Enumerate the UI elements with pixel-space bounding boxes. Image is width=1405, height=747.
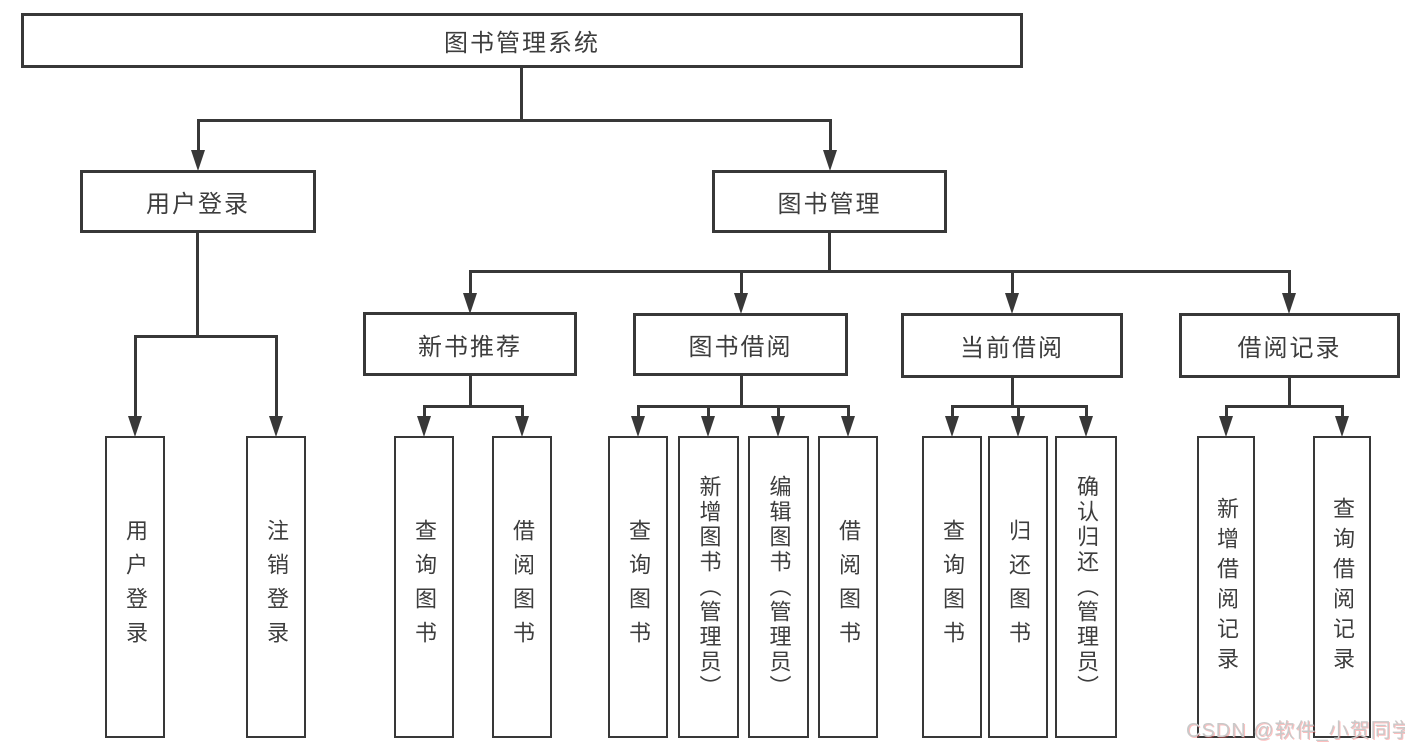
leaf-br-add-record-label: 新增借阅记录 bbox=[1214, 497, 1239, 677]
arrowhead-down-icon bbox=[631, 416, 645, 437]
connector-line bbox=[829, 119, 832, 152]
arrowhead-down-icon bbox=[1005, 293, 1019, 314]
connector-line bbox=[777, 405, 780, 419]
leaf-bb-add-books-admin: 新增图书（管理员） bbox=[678, 436, 739, 738]
connector-line bbox=[469, 270, 1291, 273]
leaf-br-query-record: 查询借阅记录 bbox=[1313, 436, 1371, 738]
connector-line bbox=[197, 119, 831, 122]
leaf-bb-borrow-books-label: 借阅图书 bbox=[836, 519, 861, 655]
leaf-cb-return-books-label: 归还图书 bbox=[1006, 519, 1031, 655]
leaf-cb-confirm-return-admin-label: 确认归还（管理员） bbox=[1074, 474, 1099, 700]
node-new-book-recommend: 新书推荐 bbox=[363, 312, 577, 376]
leaf-bb-query-books: 查询图书 bbox=[608, 436, 668, 738]
connector-line bbox=[1011, 378, 1014, 408]
connector-line bbox=[1017, 405, 1020, 419]
arrowhead-down-icon bbox=[1219, 416, 1233, 437]
node-book-borrowing-label: 图书借阅 bbox=[688, 334, 793, 361]
connector-line bbox=[196, 233, 199, 338]
arrowhead-down-icon bbox=[191, 150, 205, 171]
node-new-book-recommend-label: 新书推荐 bbox=[418, 333, 522, 361]
connector-line bbox=[1288, 270, 1291, 297]
node-root: 图书管理系统 bbox=[21, 13, 1023, 68]
connector-line bbox=[637, 405, 849, 408]
node-root-label: 图书管理系统 bbox=[444, 30, 600, 57]
leaf-bb-borrow-books: 借阅图书 bbox=[818, 436, 878, 738]
leaf-user-login-label: 用户登录 bbox=[123, 519, 148, 655]
leaf-br-query-record-label: 查询借阅记录 bbox=[1330, 497, 1355, 677]
leaf-cb-return-books: 归还图书 bbox=[988, 436, 1048, 738]
leaf-bb-query-books-label: 查询图书 bbox=[626, 519, 651, 655]
leaf-nb-query-books-label: 查询图书 bbox=[412, 519, 437, 655]
connector-line bbox=[707, 405, 710, 419]
connector-line bbox=[469, 270, 472, 297]
connector-line bbox=[740, 376, 743, 408]
connector-line bbox=[828, 233, 831, 273]
connector-line bbox=[1225, 405, 1343, 408]
node-book-borrowing: 图书借阅 bbox=[633, 313, 848, 376]
leaf-nb-borrow-books: 借阅图书 bbox=[492, 436, 552, 738]
connector-line bbox=[740, 270, 743, 297]
arrowhead-down-icon bbox=[1282, 293, 1296, 314]
leaf-bb-edit-books-admin-label: 编辑图书（管理员） bbox=[766, 474, 792, 700]
node-borrow-records: 借阅记录 bbox=[1179, 313, 1400, 378]
leaf-logout-label: 注销登录 bbox=[264, 519, 289, 655]
arrowhead-down-icon bbox=[701, 416, 715, 437]
connector-line bbox=[847, 405, 850, 419]
arrowhead-down-icon bbox=[128, 416, 142, 437]
connector-line bbox=[469, 376, 472, 408]
connector-line bbox=[1085, 405, 1088, 419]
arrowhead-down-icon bbox=[417, 416, 431, 437]
leaf-br-add-record: 新增借阅记录 bbox=[1197, 436, 1255, 738]
connector-line bbox=[1288, 378, 1291, 408]
connector-line bbox=[1341, 405, 1344, 419]
arrowhead-down-icon bbox=[734, 293, 748, 314]
leaf-nb-query-books: 查询图书 bbox=[394, 436, 454, 738]
connector-line bbox=[134, 335, 278, 338]
arrowhead-down-icon bbox=[945, 416, 959, 437]
leaf-bb-add-books-admin-label: 新增图书（管理员） bbox=[696, 474, 722, 700]
connector-line bbox=[197, 119, 200, 152]
connector-line bbox=[1011, 270, 1014, 297]
node-user-login: 用户登录 bbox=[80, 170, 316, 233]
node-current-borrowing: 当前借阅 bbox=[901, 313, 1123, 378]
node-current-borrowing-label: 当前借阅 bbox=[960, 335, 1064, 362]
connector-line bbox=[1225, 405, 1228, 419]
arrowhead-down-icon bbox=[1079, 416, 1093, 437]
node-book-management: 图书管理 bbox=[712, 170, 947, 233]
node-book-management-label: 图书管理 bbox=[777, 191, 882, 218]
leaf-user-login: 用户登录 bbox=[105, 436, 165, 738]
leaf-nb-borrow-books-label: 借阅图书 bbox=[510, 519, 535, 655]
leaf-bb-edit-books-admin: 编辑图书（管理员） bbox=[748, 436, 809, 738]
arrowhead-down-icon bbox=[463, 293, 477, 314]
arrowhead-down-icon bbox=[841, 416, 855, 437]
node-user-login-label: 用户登录 bbox=[146, 191, 250, 218]
connector-line bbox=[521, 405, 524, 419]
arrowhead-down-icon bbox=[1011, 416, 1025, 437]
node-borrow-records-label: 借阅记录 bbox=[1237, 335, 1342, 362]
arrowhead-down-icon bbox=[823, 150, 837, 171]
leaf-cb-query-books-label: 查询图书 bbox=[940, 519, 965, 655]
connector-line bbox=[520, 68, 523, 122]
arrowhead-down-icon bbox=[269, 416, 283, 437]
connector-line bbox=[423, 405, 523, 408]
leaf-logout: 注销登录 bbox=[246, 436, 306, 738]
arrowhead-down-icon bbox=[771, 416, 785, 437]
arrowhead-down-icon bbox=[1335, 416, 1349, 437]
csdn-watermark: CSDN @软件_小贺同学 bbox=[1186, 720, 1405, 742]
connector-line bbox=[275, 335, 278, 419]
connector-line bbox=[423, 405, 426, 419]
connector-line bbox=[637, 405, 640, 419]
leaf-cb-confirm-return-admin: 确认归还（管理员） bbox=[1055, 436, 1117, 738]
connector-line bbox=[951, 405, 954, 419]
leaf-cb-query-books: 查询图书 bbox=[922, 436, 982, 738]
arrowhead-down-icon bbox=[515, 416, 529, 437]
connector-line bbox=[134, 335, 137, 419]
